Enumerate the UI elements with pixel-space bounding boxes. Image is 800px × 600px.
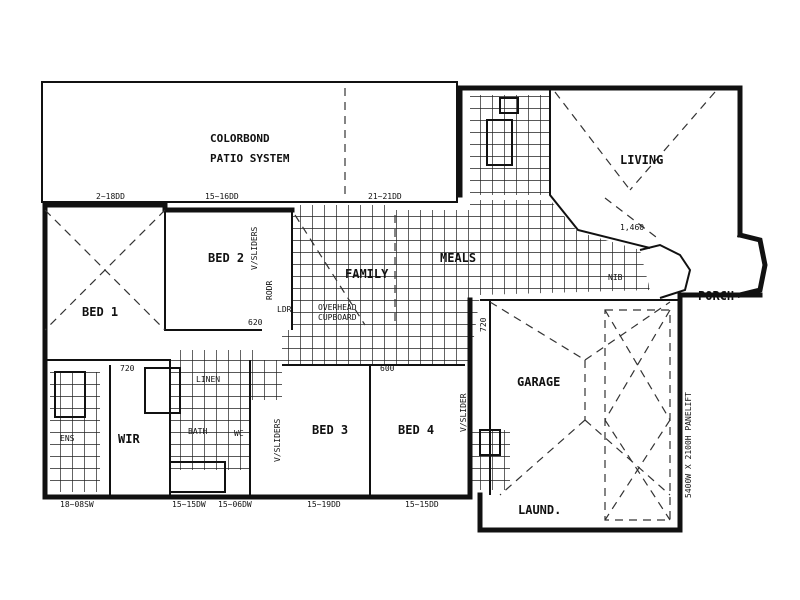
v-sliders-label: V/SLIDERS: [273, 418, 282, 462]
dim-label: 720: [120, 364, 135, 373]
patio-label-line2: PATIO SYSTEM: [210, 152, 290, 165]
bed4-label: BED 4: [398, 423, 434, 437]
dim-label: 2~18DD: [96, 192, 125, 201]
overhead-cupboard-label: CUPBOARD: [318, 313, 357, 322]
panelift-label: 5400W X 2100H PANELIFT: [684, 392, 693, 498]
kitchen-fixtures: [486, 97, 519, 166]
dim-label: 620: [248, 318, 263, 327]
v-sliders-label: V/SLIDERS: [250, 226, 259, 270]
living-label: LIVING: [620, 153, 663, 167]
dim-label: 21~21DD: [368, 192, 402, 201]
patio-label-line1: COLORBOND: [210, 132, 270, 145]
dim-label: 15~16DD: [205, 192, 239, 201]
wir-label: WIR: [118, 432, 140, 446]
bed2-label: BED 2: [208, 251, 244, 265]
wc-label: WC: [234, 429, 244, 438]
nib-label: NIB: [608, 273, 623, 282]
dim-label: 15~15DW: [172, 500, 206, 509]
v-slider-label: V/SLIDER: [459, 393, 468, 432]
dim-label: 18~08SW: [60, 500, 94, 509]
patio-outline: [41, 81, 458, 203]
laund-label: LAUND.: [518, 503, 561, 517]
dim-label: 1,460: [620, 223, 644, 232]
overhead-cupboard-label: OVERHEAD: [318, 303, 357, 312]
dim-label: 720: [479, 317, 488, 332]
rodr-label: RODR: [265, 281, 274, 300]
ceiling-lines: [44, 88, 716, 521]
tiled-floor: [50, 95, 650, 492]
dim-label: 600: [380, 364, 395, 373]
garage-label: GARAGE: [517, 375, 560, 389]
porch-outline: [639, 243, 692, 299]
bed1-label: BED 1: [82, 305, 118, 319]
porch-label: PORCH: [698, 289, 734, 303]
linen-label: LINEN: [196, 375, 220, 384]
dim-label: 15~15DD: [405, 500, 439, 509]
dim-label: 15~19DD: [307, 500, 341, 509]
family-label: FAMILY: [345, 267, 389, 281]
bed3-label: BED 3: [312, 423, 348, 437]
outer-walls: [42, 85, 768, 533]
ens-label: ENS: [60, 434, 75, 443]
bath-label: BATH: [188, 427, 207, 436]
meals-label: MEALS: [440, 251, 476, 265]
ldr-label: LDR: [277, 305, 292, 314]
dim-label: 15~06DW: [218, 500, 252, 509]
